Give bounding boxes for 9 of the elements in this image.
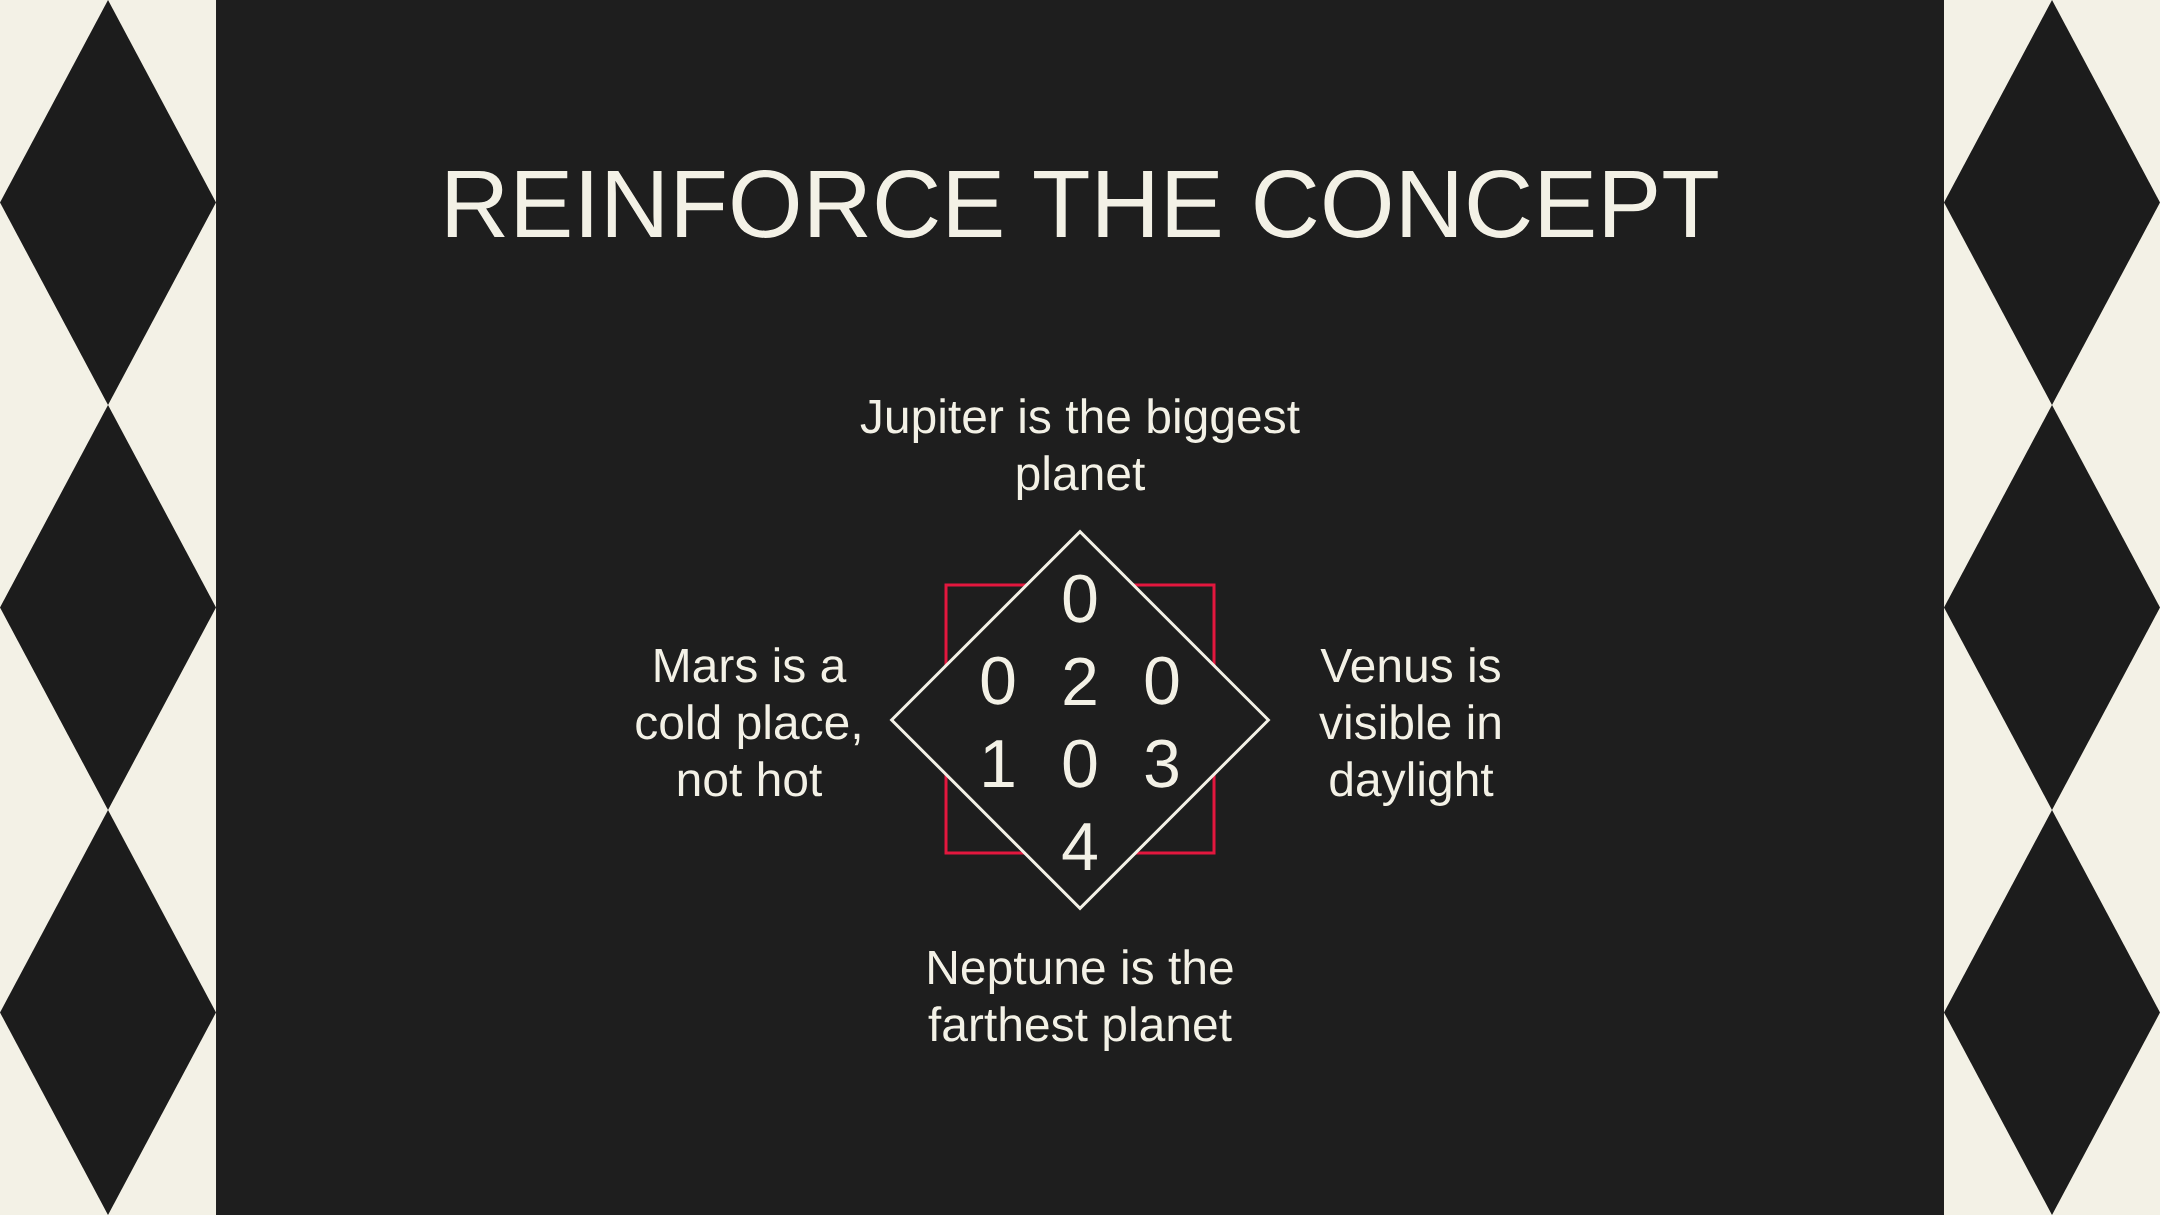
description-text: Venus is visible in daylight xyxy=(1319,647,1500,806)
step-number: 0 4 xyxy=(1062,739,1097,870)
description-text: Jupiter is the biggest planet xyxy=(860,398,1300,500)
description-text: Neptune is the farthest planet xyxy=(928,949,1233,1051)
step-number: 0 3 xyxy=(1145,656,1179,788)
title: REINFORCE THE CONCEPT xyxy=(447,169,1718,238)
step-number: 0 1 xyxy=(981,656,1015,787)
description-text: Mars is a cold place, not hot xyxy=(636,647,860,797)
step-number: 0 2 xyxy=(1063,574,1097,705)
